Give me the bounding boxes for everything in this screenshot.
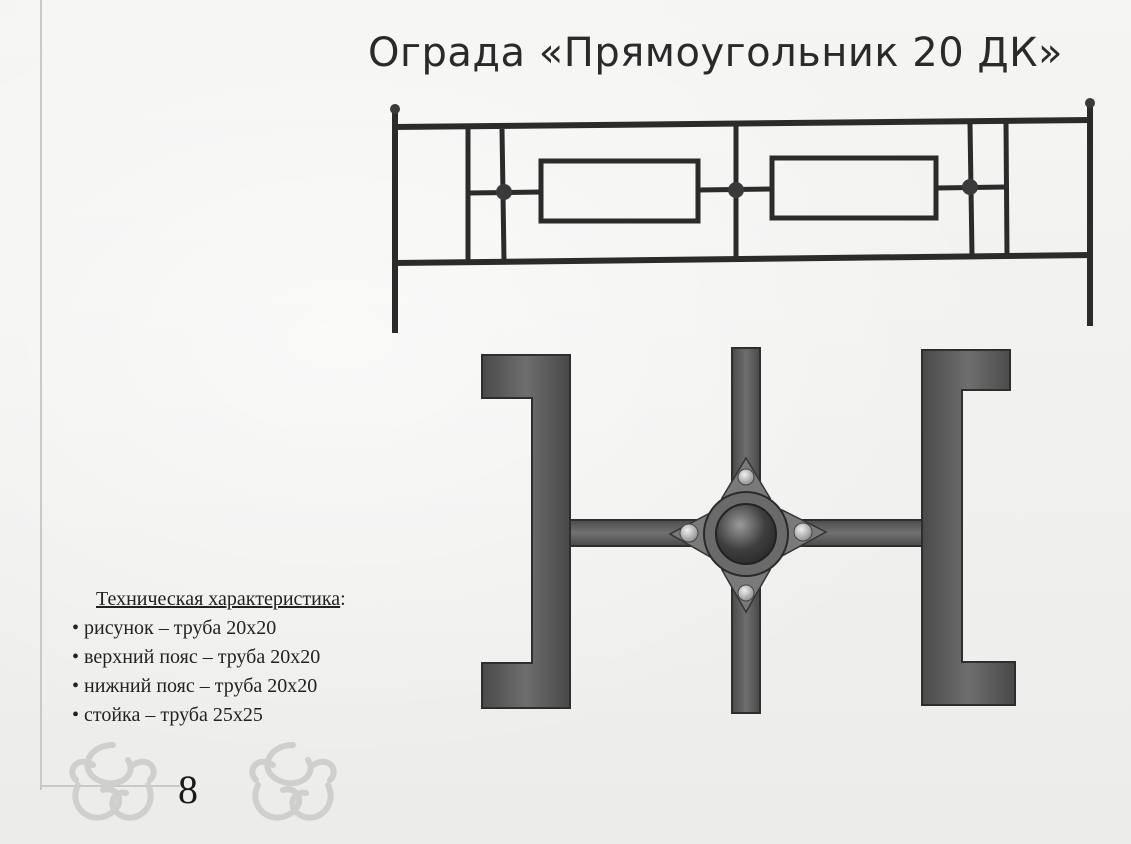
page-title: Ограда «Прямоугольник 20 ДК»: [368, 30, 1063, 76]
post-profile-left: [481, 354, 571, 709]
joint-detail-drawing: [481, 347, 1016, 714]
rivet: [737, 584, 755, 602]
rivet: [679, 523, 699, 543]
fence-rosette: [496, 184, 512, 200]
post-profile-right: [921, 349, 1016, 706]
technical-specs: Техническая характеристика: •рисунок – т…: [72, 585, 346, 730]
post-cap-left: [390, 104, 400, 114]
fence-drawing: [390, 98, 1095, 333]
bullet: •: [72, 675, 80, 697]
margin-rule: [16, 0, 42, 790]
specs-item: •верхний пояс – труба 20х20: [72, 643, 346, 672]
specs-heading-colon: :: [340, 588, 346, 610]
bullet: •: [72, 704, 80, 726]
specs-heading: Техническая характеристика: [96, 588, 341, 610]
fence-top-rail: [391, 116, 1094, 131]
page-number: 8: [178, 767, 198, 812]
specs-list: •рисунок – труба 20х20 •верхний пояс – т…: [72, 614, 346, 730]
bullet: •: [72, 617, 80, 639]
specs-heading-line: Техническая характеристика:: [72, 585, 346, 614]
rivet: [737, 468, 755, 486]
fence-bottom-rail: [391, 251, 1094, 267]
specs-item-text: верхний пояс – труба 20х20: [84, 646, 321, 668]
fence-rosette: [962, 179, 978, 195]
rivet: [793, 522, 813, 542]
bullet: •: [72, 646, 80, 668]
specs-item: •нижний пояс – труба 20х20: [72, 672, 346, 701]
fence-rectangle-left: [538, 158, 701, 224]
specs-item-text: нижний пояс – труба 20х20: [84, 675, 318, 697]
knot-ornament-left: [69, 742, 157, 821]
center-boss: [715, 503, 777, 565]
specs-item: •рисунок – труба 20х20: [72, 614, 346, 643]
knot-ornament-right: [249, 742, 337, 821]
specs-item: •стойка – труба 25х25: [72, 701, 346, 730]
fence-rosette: [728, 182, 744, 198]
specs-item-text: стойка – труба 25х25: [84, 704, 263, 726]
post-cap-right: [1085, 98, 1095, 108]
fence-rectangle-right: [769, 155, 939, 221]
specs-item-text: рисунок – труба 20х20: [84, 617, 277, 639]
